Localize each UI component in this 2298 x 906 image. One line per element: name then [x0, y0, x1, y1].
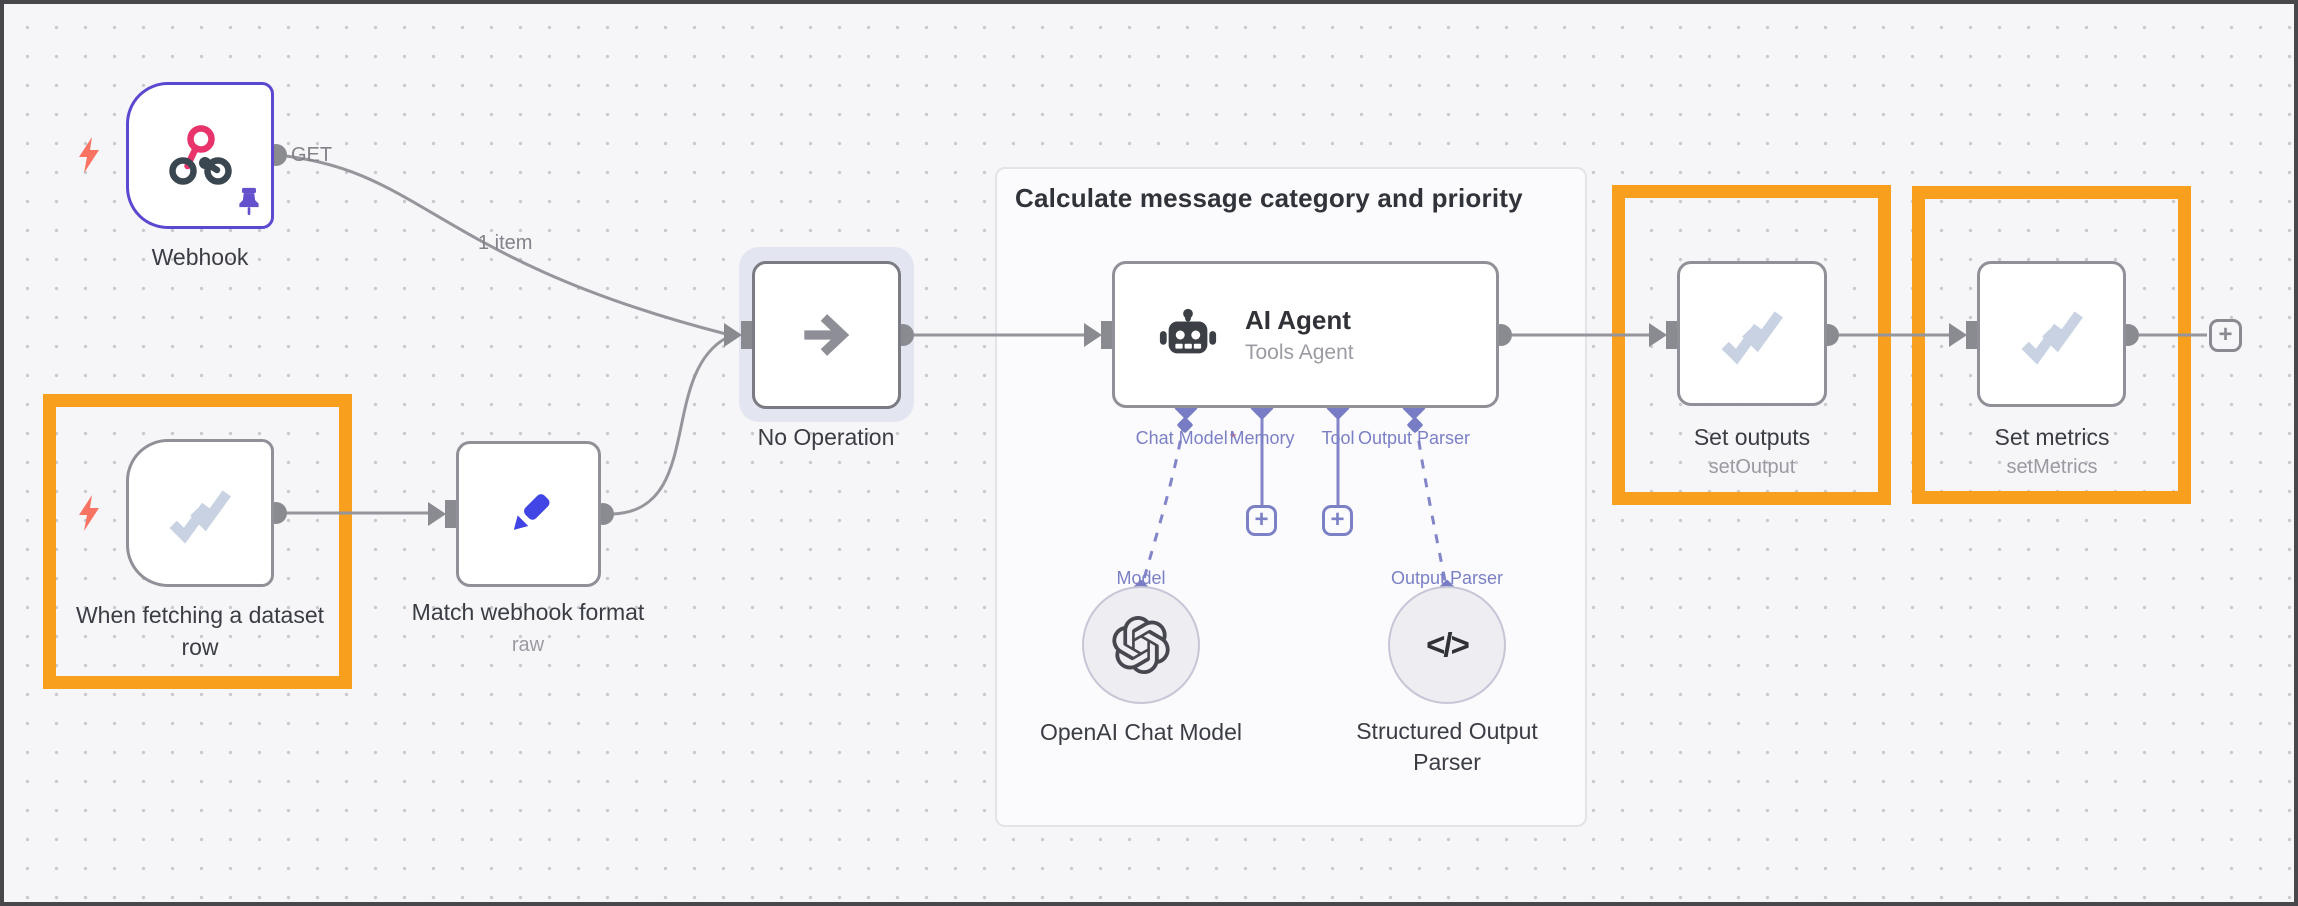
port-label-memory: Memory	[1229, 428, 1295, 448]
pin-icon	[239, 187, 259, 215]
node-dataset-trigger[interactable]	[126, 439, 274, 587]
pencil-icon	[513, 494, 550, 530]
double-check-icon	[1721, 310, 1783, 365]
set-outputs-label: Set outputs	[1693, 424, 1811, 450]
double-check-icon	[2021, 311, 2083, 365]
port-label-tool: Tool	[1321, 428, 1355, 448]
group-title: Calculate message category and priority	[1015, 183, 1523, 213]
node-match-webhook-format[interactable]	[456, 441, 601, 587]
node-webhook[interactable]	[126, 82, 274, 229]
model-port-label: Model	[1116, 568, 1166, 588]
webhook-icon	[169, 124, 232, 185]
double-check-icon	[169, 490, 231, 544]
set-metrics-sublabel: setMetrics	[2006, 456, 2098, 478]
webhook-label: Webhook	[151, 244, 249, 270]
port-label-chat-model: Chat Model*	[1135, 428, 1237, 448]
node-no-operation[interactable]	[752, 261, 901, 409]
set-outputs-sublabel: setOutput	[1708, 456, 1796, 478]
lightning-bolt-icon	[79, 495, 99, 531]
add-tool-button[interactable]: +	[1322, 505, 1353, 536]
set-metrics-label: Set metrics	[1994, 424, 2110, 450]
agent-title: AI Agent	[1245, 304, 1351, 335]
dataset-trigger-label: When fetching a dataset row	[75, 602, 325, 660]
input-port-match[interactable]	[428, 500, 456, 528]
add-node-button[interactable]: +	[2209, 319, 2242, 352]
arrow-right-icon	[803, 314, 849, 356]
noop-label: No Operation	[757, 424, 895, 450]
openai-icon	[1112, 616, 1170, 674]
node-ai-agent[interactable]: AI Agent Tools Agent	[1112, 261, 1499, 408]
webhook-method-label: GET	[291, 144, 333, 166]
node-structured-output-parser[interactable]: </>	[1388, 586, 1506, 704]
highlight-dataset-trigger	[43, 394, 352, 689]
node-set-outputs[interactable]	[1677, 261, 1827, 406]
match-label: Match webhook format	[411, 599, 645, 625]
code-brackets-icon: </>	[1426, 626, 1470, 663]
agent-subtitle: Tools Agent	[1245, 340, 1354, 364]
match-sublabel: raw	[511, 634, 545, 656]
lightning-bolt-icon	[79, 137, 99, 173]
parser-label: Structured Output Parser	[1356, 718, 1538, 775]
add-memory-button[interactable]: +	[1246, 505, 1277, 536]
port-label-output-parser: Output Parser	[1357, 428, 1471, 448]
robot-icon	[1159, 308, 1217, 353]
highlight-set-metrics	[1912, 186, 2191, 504]
items-count-label: 1 item	[478, 232, 533, 254]
parser-port-label: Output Parser	[1390, 568, 1504, 588]
openai-label: OpenAI Chat Model	[1039, 719, 1242, 745]
node-set-metrics[interactable]	[1977, 261, 2126, 407]
highlight-set-outputs	[1612, 185, 1891, 505]
node-openai-chat-model[interactable]	[1082, 586, 1200, 704]
